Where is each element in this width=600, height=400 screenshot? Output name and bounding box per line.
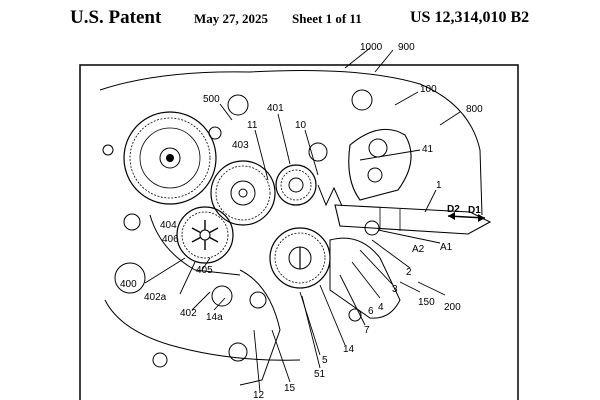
ref-label: 51	[314, 369, 326, 380]
barrel-gear	[123, 111, 217, 205]
ref-label: 406	[162, 234, 179, 245]
ref-label: 500	[203, 94, 220, 105]
ref-label: 402a	[144, 292, 167, 303]
sheet-number: Sheet 1 of 11	[292, 11, 362, 26]
ref-label: 14	[343, 344, 355, 355]
ref-label: 400	[120, 279, 137, 290]
ref-label: 200	[444, 302, 461, 313]
screw-holes	[102, 89, 373, 368]
case-outline-lower	[104, 299, 301, 361]
gear-401	[275, 164, 317, 206]
ref-label: 41	[422, 144, 434, 155]
ref-label: 800	[466, 104, 483, 115]
ref-label: 15	[284, 383, 296, 394]
patent-header: U.S. Patent May 27, 2025 Sheet 1 of 11 U…	[0, 4, 600, 30]
gear-403	[210, 160, 276, 226]
ref-label: 3	[392, 284, 398, 295]
lever-41	[348, 128, 412, 201]
ref-label: 2	[406, 267, 412, 278]
patent-title: U.S. Patent	[70, 7, 162, 28]
gear-14	[269, 227, 331, 289]
ref-label: 1	[436, 180, 442, 191]
ref-label: A2	[412, 244, 425, 255]
ref-label: 405	[196, 265, 213, 276]
ref-label: D2	[447, 204, 460, 215]
ref-label: 7	[364, 325, 370, 336]
spring-10	[317, 184, 343, 207]
winding-stem	[334, 204, 492, 235]
lever-arm-lower	[239, 269, 281, 386]
ref-label: 402	[180, 308, 197, 319]
gear-404	[176, 206, 234, 264]
case-outline	[99, 70, 483, 216]
ref-label: 11	[247, 120, 258, 131]
ref-label: 404	[160, 220, 177, 231]
ref-label: A1	[440, 242, 453, 253]
ref-label: 4	[378, 302, 384, 313]
ref-label: 14a	[206, 312, 223, 323]
figure-frame	[79, 64, 519, 400]
ref-label: 401	[267, 103, 284, 114]
ref-label: 403	[232, 140, 249, 151]
ref-label: 1000	[360, 42, 383, 53]
patent-number: US 12,314,010 B2	[410, 9, 530, 26]
ref-label: D1	[468, 205, 481, 216]
lever-arm	[329, 237, 401, 319]
ref-label: 6	[368, 306, 374, 317]
ref-label: 5	[322, 355, 328, 366]
leader-lines	[144, 47, 461, 393]
ref-label: 150	[418, 297, 435, 308]
ref-label: 12	[253, 390, 265, 400]
ref-label: 900	[398, 42, 415, 53]
patent-date: May 27, 2025	[194, 11, 269, 26]
ref-label: 10	[295, 120, 307, 131]
ref-label: 100	[420, 84, 437, 95]
direction-arrows	[447, 212, 486, 222]
